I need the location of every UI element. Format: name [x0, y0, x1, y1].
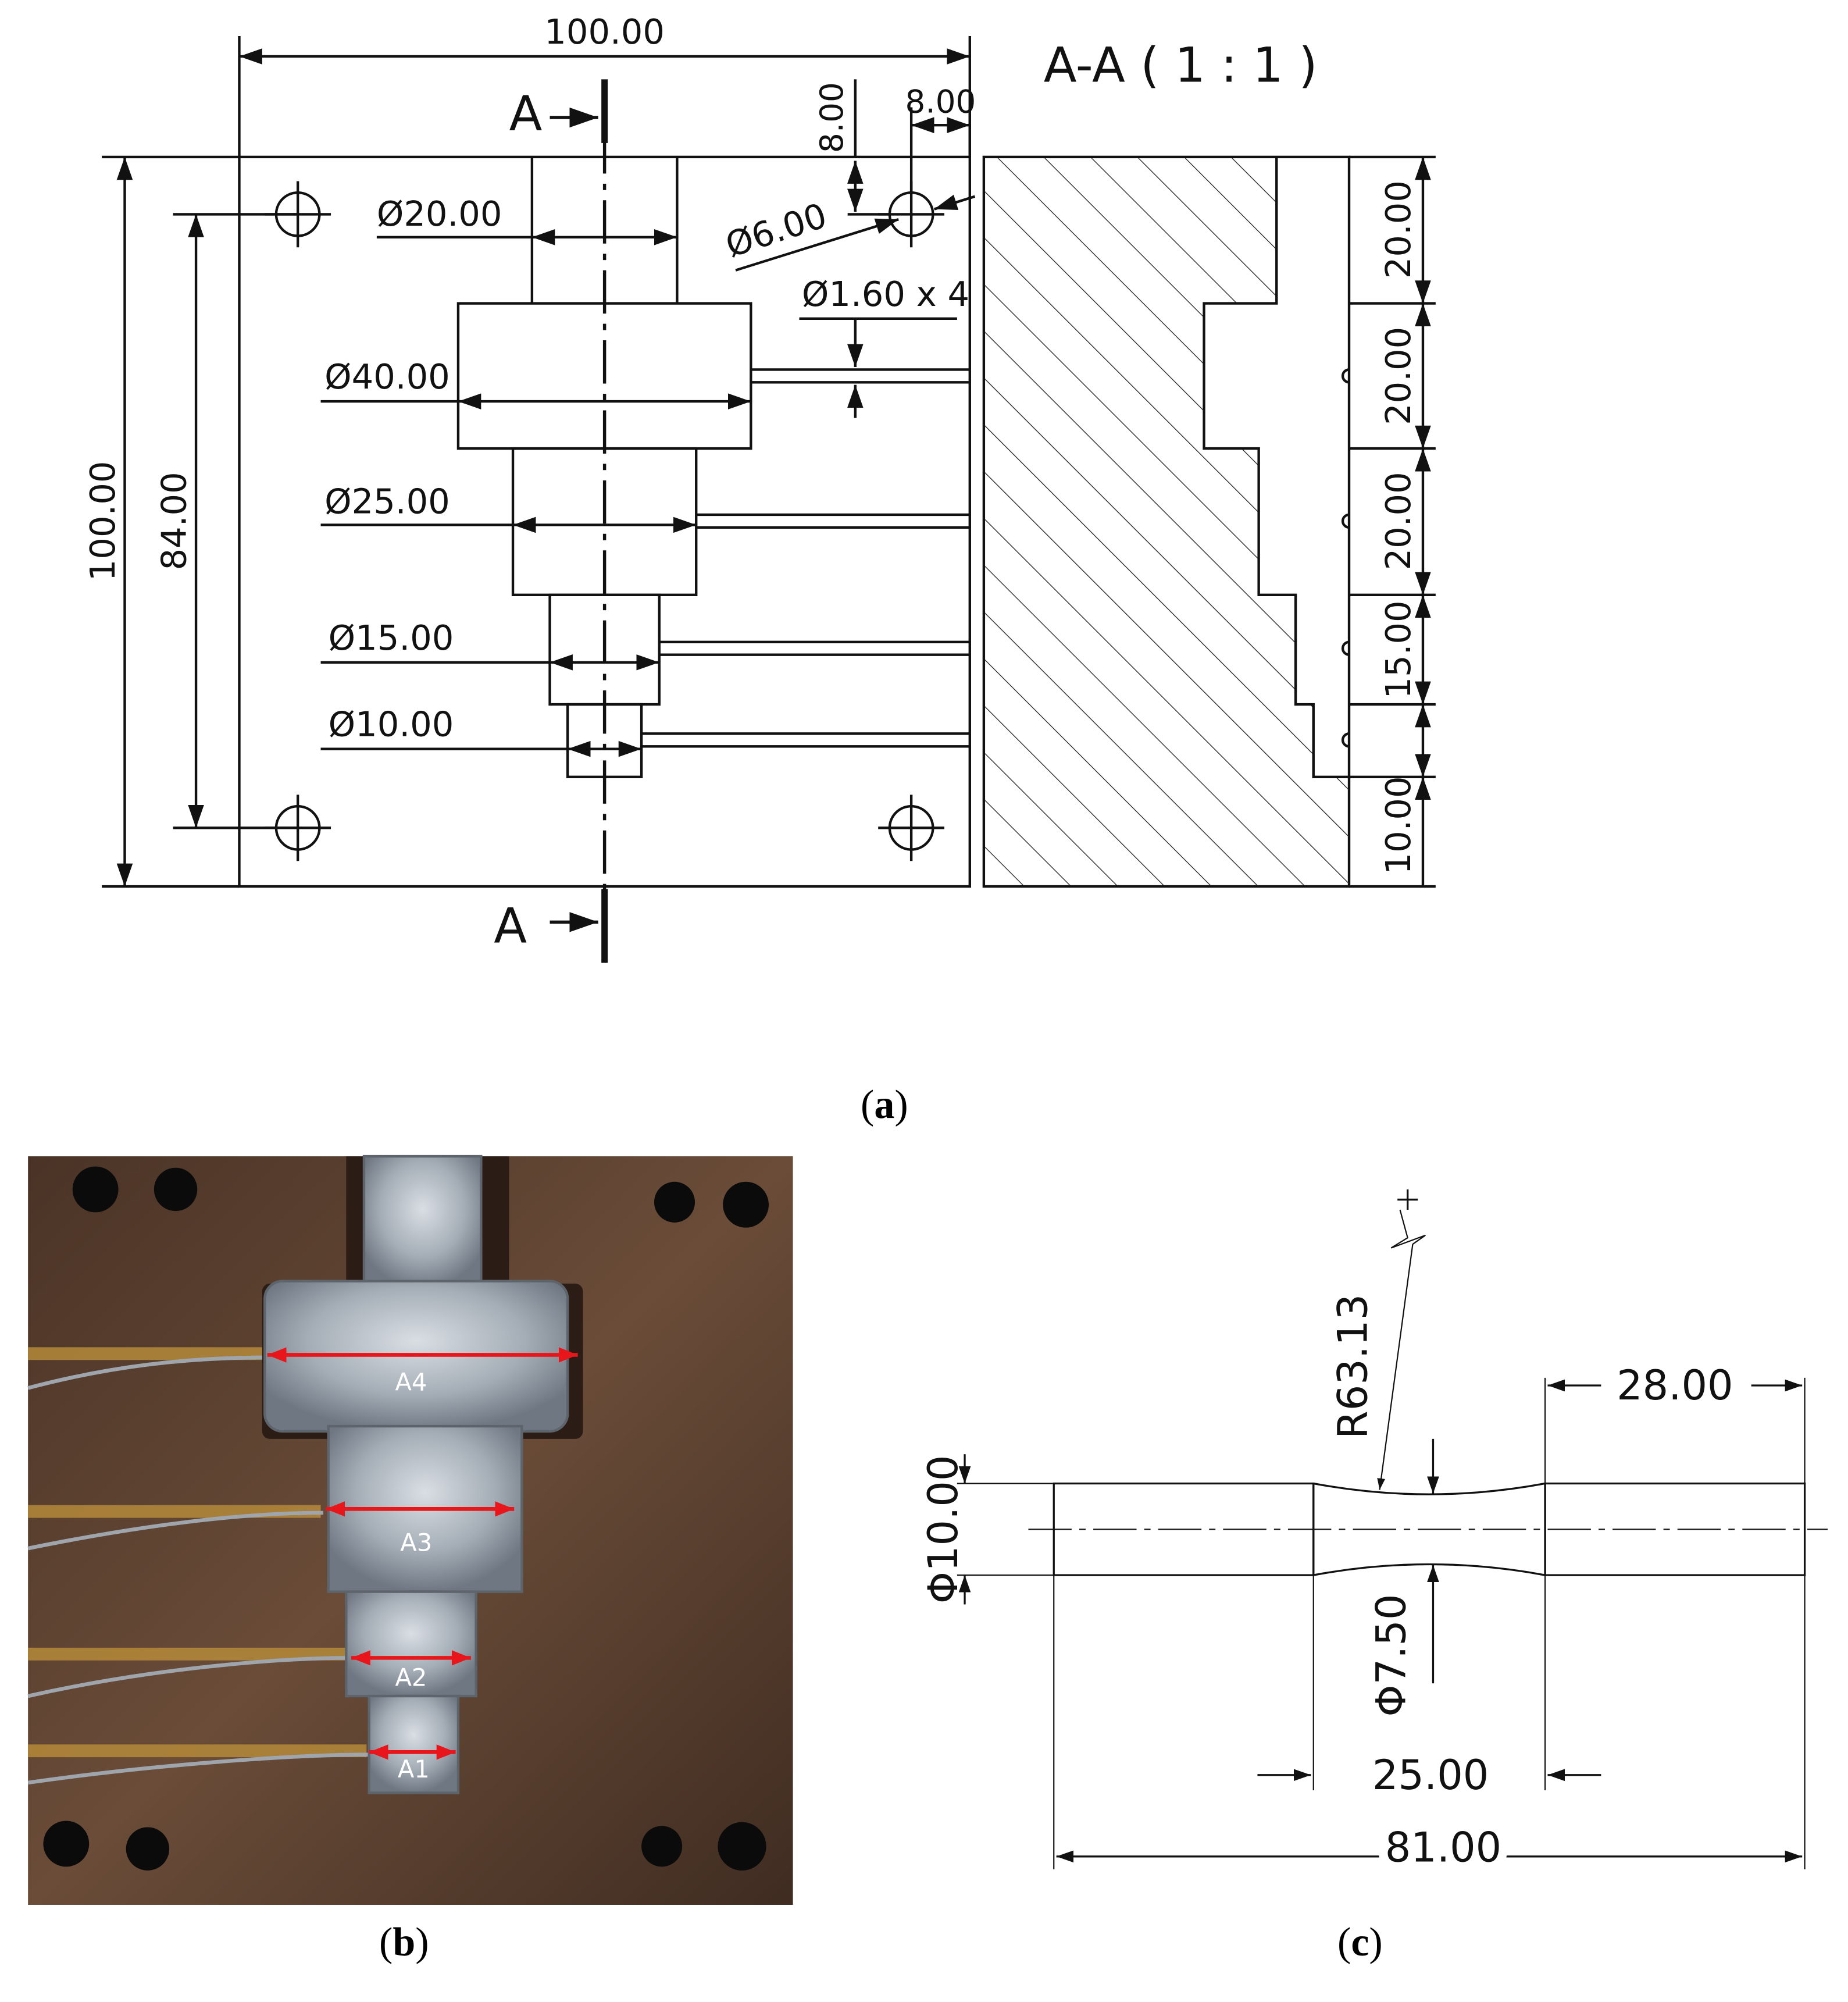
caption-a: (a)	[861, 1082, 908, 1127]
label-hole-side: 8.00	[905, 83, 976, 120]
label-len-grip: 28.00	[1617, 1362, 1733, 1409]
label-dia-20: Ø20.00	[377, 194, 502, 234]
panel-a-drawing	[102, 35, 1436, 963]
section-height-4: 15.00	[1378, 600, 1418, 699]
label-dia-10: Ø10.00	[329, 704, 454, 744]
label-a4: A4	[395, 1368, 427, 1397]
label-dia-15: Ø15.00	[329, 618, 454, 658]
label-hole-span: 84.00	[154, 472, 194, 570]
label-dia-hole: Ø6.00	[720, 195, 832, 265]
section-height-dims	[1349, 155, 1436, 888]
radius-leader	[1377, 1244, 1414, 1490]
thermocouple-wires	[27, 1355, 369, 1785]
dia-hole-leader	[735, 218, 899, 272]
section-height-2: 20.00	[1378, 327, 1418, 425]
label-dia-gauge: Φ7.50	[1367, 1594, 1415, 1716]
label-dia-40: Ø40.00	[324, 357, 450, 397]
gauge-top-arc	[1313, 1482, 1546, 1495]
label-height: 100.00	[83, 461, 123, 581]
wire-grooves	[28, 1347, 367, 1758]
section-marker-bottom: A	[494, 897, 527, 954]
wire-channels	[641, 368, 970, 748]
section-view-outline	[982, 155, 1351, 888]
label-a2: A2	[395, 1663, 427, 1692]
section-title: A-A ( 1 : 1 )	[1044, 37, 1318, 94]
label-radius: R63.13	[1329, 1294, 1377, 1439]
red-measure-arrows	[267, 1347, 578, 1760]
section-marker-top: A	[509, 86, 542, 142]
caption-c: (c)	[1337, 1920, 1383, 1965]
section-profile	[1203, 156, 1350, 778]
plate-holes	[43, 1166, 769, 1871]
label-dia-end: Φ10.00	[919, 1455, 967, 1604]
section-hatch	[985, 158, 1350, 885]
caption-c-letter: c	[1351, 1920, 1369, 1965]
section-height-3: 20.00	[1378, 472, 1418, 570]
label-hole-top: 8.00	[813, 82, 850, 153]
section-height-5: 10.00	[1378, 776, 1418, 874]
caption-b-letter: b	[393, 1920, 416, 1965]
panel-c-drawing	[957, 1189, 1828, 1869]
caption-b: (b)	[379, 1920, 429, 1965]
section-height-1: 20.00	[1378, 180, 1418, 279]
label-dia-wire: Ø1.60 x 4	[802, 274, 969, 314]
label-a3: A3	[400, 1529, 432, 1557]
caption-a-letter: a	[874, 1082, 895, 1127]
casting-section-labels: A4 A3 A2 A1	[395, 1368, 432, 1783]
label-dia-25: Ø25.00	[324, 482, 450, 522]
label-len-total: 81.00	[1385, 1824, 1501, 1872]
panel-b-photo: A4 A3 A2 A1	[27, 1155, 793, 1905]
section-wire-notches	[1341, 368, 1350, 748]
gauge-bottom-arc	[1313, 1563, 1546, 1576]
label-a1: A1	[398, 1755, 430, 1783]
label-width: 100.00	[544, 12, 665, 52]
panel-c-labels: R63.13 Φ10.00 Φ7.50 28.00 25.00 81.00	[919, 1294, 1733, 1880]
label-len-gauge: 25.00	[1372, 1751, 1489, 1799]
panel-a-labels: 100.00 100.00 84.00 8.00 8.00 Ø6.00 Ø1.6…	[83, 12, 1418, 954]
